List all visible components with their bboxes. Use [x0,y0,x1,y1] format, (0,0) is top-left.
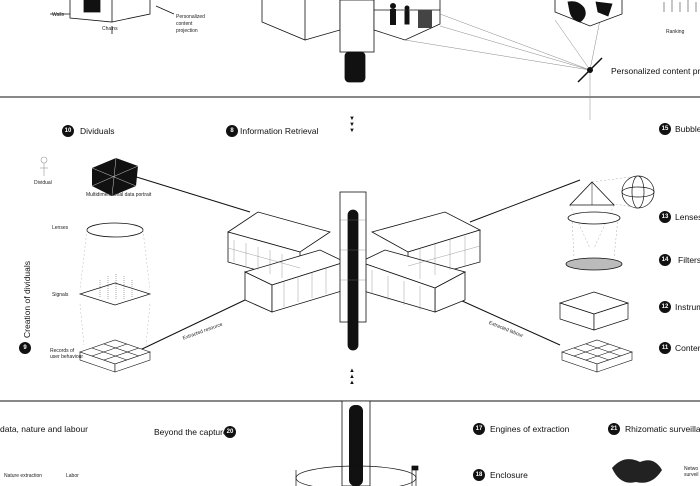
label-data-portrait: Multidimensional data portrait [86,192,152,198]
badge-17: 17 [473,423,485,435]
title-personalized-content-projection: Personalized content proje [611,66,700,76]
content-blocks [561,339,633,373]
badge-21: 21 [608,423,620,435]
bubble-beams [569,175,639,259]
badge-15: 15 [659,123,671,135]
left-lens [86,222,144,238]
label-lenses-left: Lenses [52,225,69,231]
bubble-sphere [621,175,655,209]
flag [411,465,419,486]
connector-lines [129,174,581,351]
bottom-platform [295,465,417,486]
machine-grid [227,219,481,310]
bottom-tower [341,400,371,486]
top-left-room-drawing [50,0,175,34]
label-network-surveillance: Netwo surveil [684,466,699,478]
top-center-structure [261,0,441,83]
badge-8: 8 [226,125,238,137]
records-blocks [79,339,151,373]
heading-dividuals: Dividuals [80,126,115,136]
top-figures [390,3,432,28]
label-ranking: Ranking [666,29,685,35]
label-records: Records of user behaviour [50,348,84,360]
signals-platform [78,274,152,306]
badge-9: 9 [19,342,31,354]
badge-20: 20 [224,426,236,438]
badge-11: 11 [659,342,671,354]
heading-bubble: Bubble [675,124,700,134]
badge-18: 18 [473,469,485,481]
left-beams [79,229,151,346]
label-nature-extraction: Nature extraction [4,473,43,479]
badge-13: 13 [659,211,671,223]
arrows-up: ▲▲▲ [349,368,355,386]
arrows-down: ▼▼▼ [349,116,355,134]
label-signals: Signals [52,292,69,298]
heading-engines-of-extraction: Engines of extraction [490,424,570,434]
central-machine [227,191,482,351]
label-chains: Chains [102,26,118,32]
heading-beyond-the-capture: Beyond the capture [154,427,228,437]
heading-creation-of-dividuals: Creation of dividuals [22,260,32,338]
badge-10: 10 [62,125,74,137]
ranking-figures [663,0,697,12]
heading-enclosure: Enclosure [490,470,528,480]
label-labor: Labor [66,473,79,479]
heading-data-nature-labour: data, nature and labour [0,424,88,434]
right-lens [567,211,621,225]
heading-filters: Filters [678,255,700,265]
label-walls: Walls [52,12,65,18]
top-right-map-box [554,0,623,27]
badge-12: 12 [659,301,671,313]
badge-14: 14 [659,254,671,266]
right-filter [565,257,623,271]
heading-content: Conten [675,343,700,353]
dividual-figure [40,156,48,176]
projection-beams [404,13,601,120]
network-sketch [612,459,662,483]
instruments-platform [558,291,630,331]
heading-rhizomatic-surveillance: Rhizomatic surveillanc [625,424,700,434]
label-dividual: Dividual [34,180,52,186]
label-personalized-projection: Personalized content projection [176,14,205,34]
prism [569,181,615,206]
heading-information-retrieval: Information Retrieval [240,126,319,136]
heading-lenses: Lenses [675,212,700,222]
data-portrait [91,157,139,197]
heading-instruments: Instrum [675,302,700,312]
projector-node [577,57,603,83]
